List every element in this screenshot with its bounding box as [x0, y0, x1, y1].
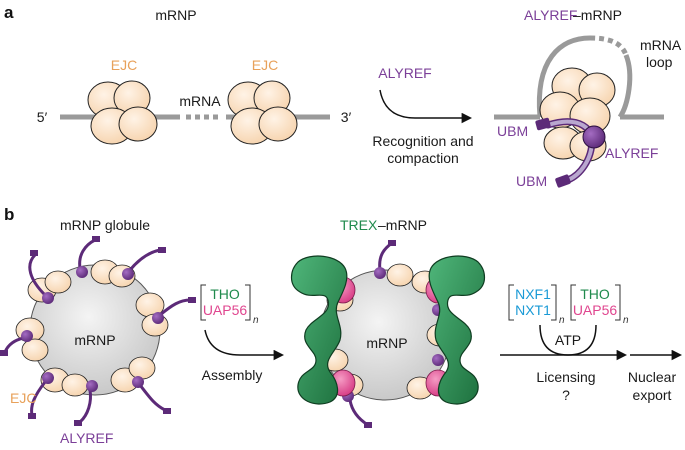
- uap56-label-2: UAP56: [573, 302, 618, 318]
- trex-center-label: mRNP: [366, 335, 407, 351]
- panel-b-label: b: [4, 205, 14, 224]
- globule-alyref-beads: [0, 236, 196, 426]
- recognition-label-line2: compaction: [387, 150, 459, 166]
- subscript-n-2: n: [559, 315, 565, 326]
- nuclear-label: Nuclear: [628, 369, 677, 385]
- mrna-label: mRNA: [179, 93, 221, 109]
- alyref-input-label: ALYREF: [378, 65, 431, 81]
- assembly-label: Assembly: [202, 367, 263, 383]
- panel-a-label: a: [4, 3, 14, 22]
- tho-complex-right: [428, 255, 486, 405]
- tho-uap56-bracket: [200, 284, 251, 321]
- licensing-label: Licensing: [536, 369, 595, 385]
- globule-alyref-label: ALYREF: [60, 430, 113, 446]
- trex-title: TREX: [340, 217, 378, 233]
- ejc-label-left: EJC: [111, 57, 137, 73]
- trex-title-suffix: –mRNP: [378, 217, 427, 233]
- globule-title: mRNP globule: [60, 217, 150, 233]
- recognition-arrow: [379, 89, 473, 124]
- panel-a-title: mRNP: [155, 7, 196, 23]
- ubm-label-top: UBM: [497, 123, 528, 139]
- nxf1-nxt1-bracket: [508, 284, 621, 321]
- alyref-label-a: ALYREF: [605, 145, 658, 161]
- recognition-label-line1: Recognition and: [372, 133, 473, 149]
- tho-label: THO: [210, 286, 240, 302]
- subscript-n-3: n: [623, 315, 629, 326]
- nxt1-label: NXT1: [515, 302, 551, 318]
- ubm-label-bottom: UBM: [516, 173, 547, 189]
- tho-complex-left: [290, 255, 348, 405]
- nxf1-label: NXF1: [515, 286, 551, 302]
- ejc-compacted: [539, 67, 616, 162]
- ejc-complex-left: [87, 80, 158, 145]
- tho-label-2: THO: [580, 286, 610, 302]
- five-prime-label: 5′: [37, 109, 48, 125]
- ejc-complex-right: [227, 80, 298, 145]
- subscript-n-1: n: [253, 315, 259, 326]
- alyref-protein-a: [535, 117, 606, 188]
- mrna-loop: [494, 35, 664, 120]
- globule-center-label: mRNP: [74, 332, 115, 348]
- mrna-loop-label-1: mRNA: [640, 37, 682, 53]
- uap56-label: UAP56: [203, 302, 248, 318]
- assembly-arrow: [204, 329, 285, 361]
- globule-ejc-label: EJC: [10, 390, 36, 406]
- mrna-loop-label-2: loop: [646, 54, 673, 70]
- licensing-question: ?: [562, 387, 570, 403]
- export-label: export: [633, 387, 672, 403]
- ejc-label-right: EJC: [252, 57, 278, 73]
- atp-label: ATP: [555, 332, 581, 348]
- product-title-alyref: ALYREF: [524, 7, 577, 23]
- three-prime-label: 3′: [341, 109, 352, 125]
- product-title-mrnp: –mRNP: [573, 7, 622, 23]
